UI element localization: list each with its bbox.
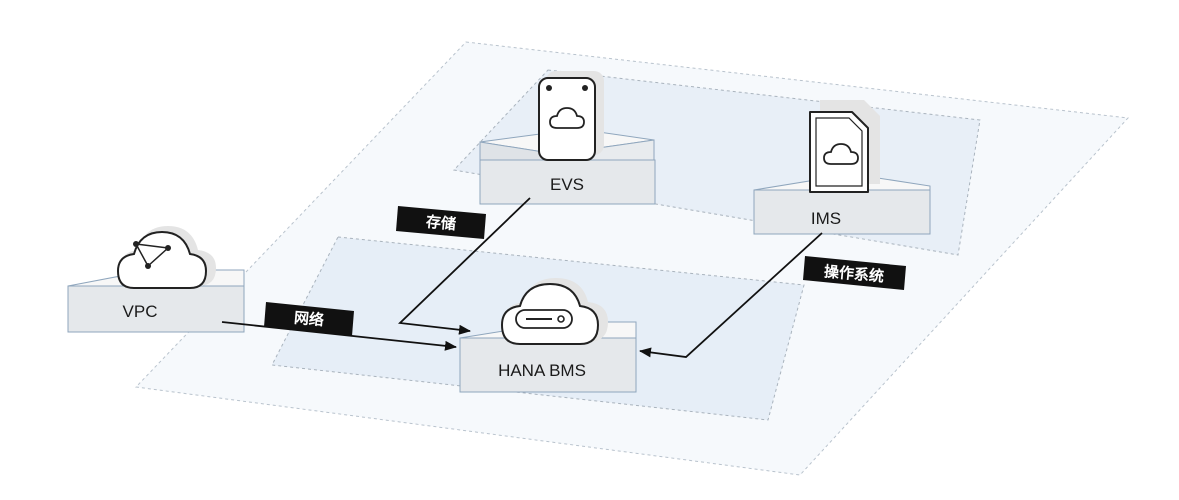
os-connection [639, 232, 823, 358]
cloud-network-icon [116, 230, 208, 289]
cloud-server-icon [500, 282, 600, 345]
evs-label: EVS [550, 175, 584, 194]
ims-node[interactable]: IMS [753, 100, 931, 235]
ims-label: IMS [811, 209, 841, 228]
os-tag: 操作系统 [803, 256, 906, 290]
os-tag-label: 操作系统 [823, 262, 884, 285]
network-tag-label: 网络 [293, 309, 324, 330]
storage-tag: 存储 [396, 206, 486, 239]
hana-bms-node[interactable]: HANA BMS [459, 278, 637, 393]
evs-node[interactable]: EVS [479, 71, 656, 205]
cloud-image-icon [809, 111, 869, 193]
cloud-disk-icon [538, 77, 596, 161]
hana-bms-label: HANA BMS [498, 361, 586, 380]
storage-connection [397, 197, 531, 335]
vpc-node[interactable]: VPC [67, 226, 245, 333]
storage-tag-label: 存储 [425, 213, 456, 234]
network-tag: 网络 [264, 302, 354, 336]
vpc-label: VPC [123, 302, 158, 321]
